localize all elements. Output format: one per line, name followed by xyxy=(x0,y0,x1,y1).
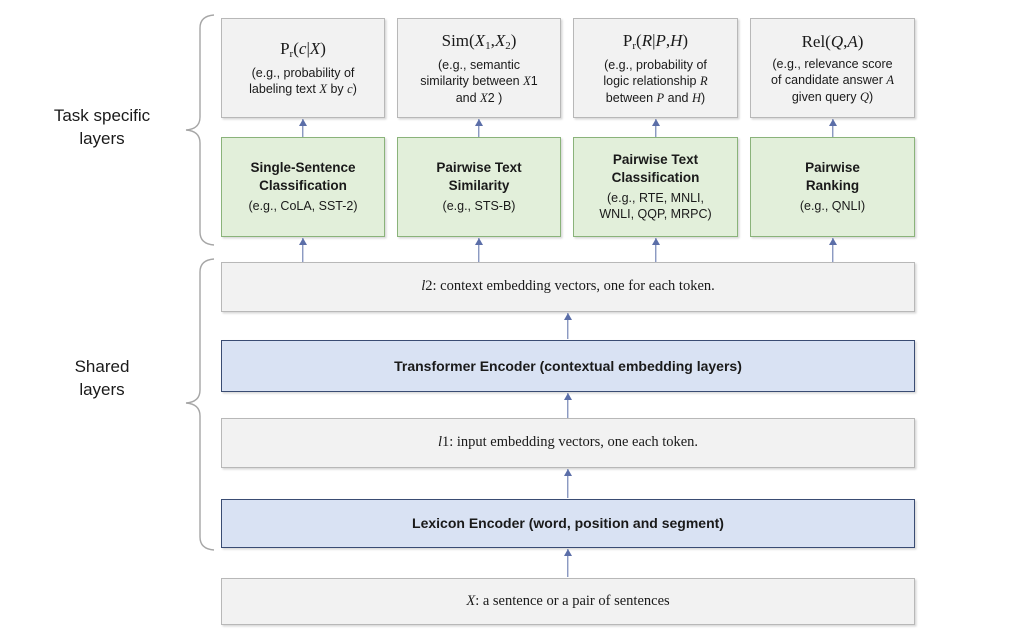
shared-layer-transformer-encoder: Transformer Encoder (contextual embeddin… xyxy=(221,340,915,392)
arrow-l1-to-transformer xyxy=(563,393,573,418)
shared-layer-label: X: a sentence or a pair of sentences xyxy=(466,592,670,609)
side-label-task-specific-line2: layers xyxy=(79,129,125,149)
task-title-line: Classification xyxy=(259,178,347,194)
task-box-single-sentence-classification: Single-Sentence Classification (e.g., Co… xyxy=(221,137,385,237)
side-label-task-specific: Task specific layers xyxy=(18,104,186,151)
shared-layer-label: l1: input embedding vectors, one each to… xyxy=(437,434,699,451)
arrow-input-to-lexicon xyxy=(563,549,573,577)
task-box-pairwise-text-similarity: Pairwise Text Similarity (e.g., STS-B) xyxy=(397,137,561,237)
task-title-line: Ranking xyxy=(805,178,860,194)
output-desc-line: (e.g., semantic xyxy=(438,57,520,72)
output-desc-line: between P and H) xyxy=(605,90,706,105)
output-desc-line: and X2 ) xyxy=(455,90,503,105)
output-desc-line: (e.g., probability of xyxy=(251,65,355,80)
output-desc-line: (e.g., probability of xyxy=(604,57,707,72)
task-title-line: Pairwise xyxy=(805,160,860,176)
arrow-lexicon-to-l1 xyxy=(563,469,573,498)
task-box-pairwise-ranking: Pairwise Ranking (e.g., QNLI) xyxy=(750,137,915,237)
side-label-task-specific-line1: Task specific xyxy=(53,106,151,125)
shared-layer-l1-input-embedding: l1: input embedding vectors, one each to… xyxy=(221,418,915,468)
task-title-line: Similarity xyxy=(448,178,510,194)
output-formula: Pr(c|X) xyxy=(280,39,326,61)
output-desc-line: (e.g., relevance score xyxy=(772,56,893,71)
task-examples: WNLI, QQP, MRPC) xyxy=(599,207,712,222)
output-box-rel-q-a: Rel(Q,A) (e.g., relevance score of candi… xyxy=(750,18,915,118)
task-examples: (e.g., STS-B) xyxy=(442,199,516,214)
task-examples: (e.g., RTE, MNLI, xyxy=(606,190,704,205)
arrow-l2-to-task3 xyxy=(651,238,661,262)
output-formula: Rel(Q,A) xyxy=(801,31,864,51)
output-box-prob-r-given-p-h: Pr(R|P,H) (e.g., probability of logic re… xyxy=(573,18,738,118)
shared-layer-label: Transformer Encoder (contextual embeddin… xyxy=(394,357,742,374)
task-box-pairwise-text-classification: Pairwise Text Classification (e.g., RTE,… xyxy=(573,137,738,237)
output-desc-line: given query Q) xyxy=(791,89,874,104)
output-box-sim-x1-x2: Sim(X1,X2) (e.g., semantic similarity be… xyxy=(397,18,561,118)
task-title-line: Pairwise Text xyxy=(436,160,522,176)
arrow-l2-to-task4 xyxy=(828,238,838,262)
output-box-prob-c-given-x: Pr(c|X) (e.g., probability of labeling t… xyxy=(221,18,385,118)
brace-task-specific xyxy=(185,14,215,246)
shared-layer-lexicon-encoder: Lexicon Encoder (word, position and segm… xyxy=(221,499,915,548)
arrow-task4-to-output4 xyxy=(828,119,838,137)
task-examples: (e.g., CoLA, SST-2) xyxy=(248,199,358,214)
arrow-task3-to-output3 xyxy=(651,119,661,137)
arrow-transformer-to-l2 xyxy=(563,313,573,339)
task-examples: (e.g., QNLI) xyxy=(799,199,866,214)
output-desc-line: of candidate answer A xyxy=(771,73,894,88)
task-title-line: Pairwise Text xyxy=(612,152,699,168)
task-title-line: Single-Sentence xyxy=(250,160,356,176)
shared-layer-label: Lexicon Encoder (word, position and segm… xyxy=(412,515,724,532)
arrow-l2-to-task2 xyxy=(474,238,484,262)
shared-layer-input-sentence: X: a sentence or a pair of sentences xyxy=(221,578,915,625)
side-label-shared: Shared layers xyxy=(18,355,186,402)
arrow-l2-to-task1 xyxy=(298,238,308,262)
output-desc-line: labeling text X by c) xyxy=(249,82,357,97)
shared-layer-l2-context-embedding: l2: context embedding vectors, one for e… xyxy=(221,262,915,312)
task-title-line: Classification xyxy=(611,170,700,185)
side-label-shared-line1: Shared xyxy=(74,357,130,376)
output-desc-line: similarity between X1 xyxy=(420,74,538,88)
arrow-task1-to-output1 xyxy=(298,119,308,137)
output-formula: Sim(X1,X2) xyxy=(441,30,517,52)
side-label-shared-line2: layers xyxy=(79,380,125,400)
output-desc-line: logic relationship R xyxy=(603,74,708,88)
arrow-task2-to-output2 xyxy=(474,119,484,137)
shared-layer-label: l2: context embedding vectors, one for e… xyxy=(421,278,715,295)
brace-shared xyxy=(185,258,215,551)
output-formula: Pr(R|P,H) xyxy=(622,30,689,52)
